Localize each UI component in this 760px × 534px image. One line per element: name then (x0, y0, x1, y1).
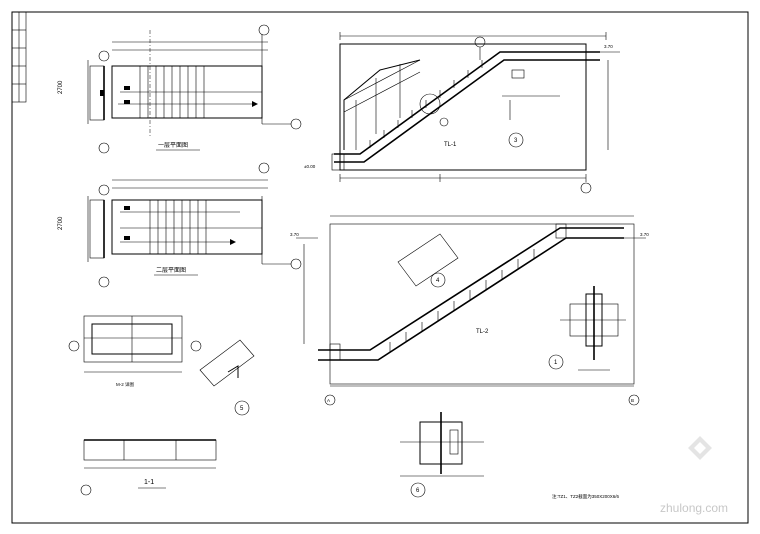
landing-plan-detail: M-2 详图 (68, 315, 202, 388)
elev-top-1: 3.70 (604, 44, 613, 49)
detail-5: 5 (199, 339, 255, 416)
tl1-elevation: 3 TL-1 3.70 ±0.00 (304, 32, 620, 194)
axis-b: B (631, 398, 634, 403)
plan1-title: 一层平面图 (158, 142, 188, 149)
circle-3-label: 3 (514, 138, 518, 144)
detail-1: 1 (548, 286, 626, 371)
circle-1-label: 1 (554, 360, 558, 366)
svg-text:2700: 2700 (58, 80, 64, 94)
sheet-border (11, 11, 749, 524)
elev-ground: ±0.00 (304, 164, 316, 169)
svg-text:3.70: 3.70 (640, 232, 649, 237)
plan2-title: 二层平面图 (156, 267, 186, 274)
circle-6-label: 6 (416, 488, 420, 494)
svg-text:M-2 详图: M-2 详图 (116, 381, 134, 388)
axis-a: A (327, 398, 330, 403)
first-floor-plan: 2700 一层平面图 (58, 24, 302, 154)
detail-6: 6 (400, 412, 484, 498)
svg-text:zhulong.com: zhulong.com (660, 501, 728, 515)
section-title: 1-1 (144, 479, 154, 486)
circle-4-label: 4 (436, 278, 440, 284)
tl2-title: TL-2 (476, 329, 489, 335)
elev-top-2: 3.70 (290, 232, 299, 237)
circle-5-label: 5 (240, 406, 244, 412)
svg-text:2700: 2700 (58, 216, 64, 230)
tl1-title: TL-1 (444, 142, 457, 148)
second-floor-plan: 2700 二层平面图 (58, 162, 302, 288)
section-note: 注:TZ1、TZ2截面为350X200X6/6 (552, 493, 620, 500)
tl2-elevation: 4 TL-2 A B 3.70 3.70 (290, 215, 649, 406)
section-1-1: 1-1 (80, 439, 217, 496)
watermark: zhulong.com (660, 436, 728, 515)
